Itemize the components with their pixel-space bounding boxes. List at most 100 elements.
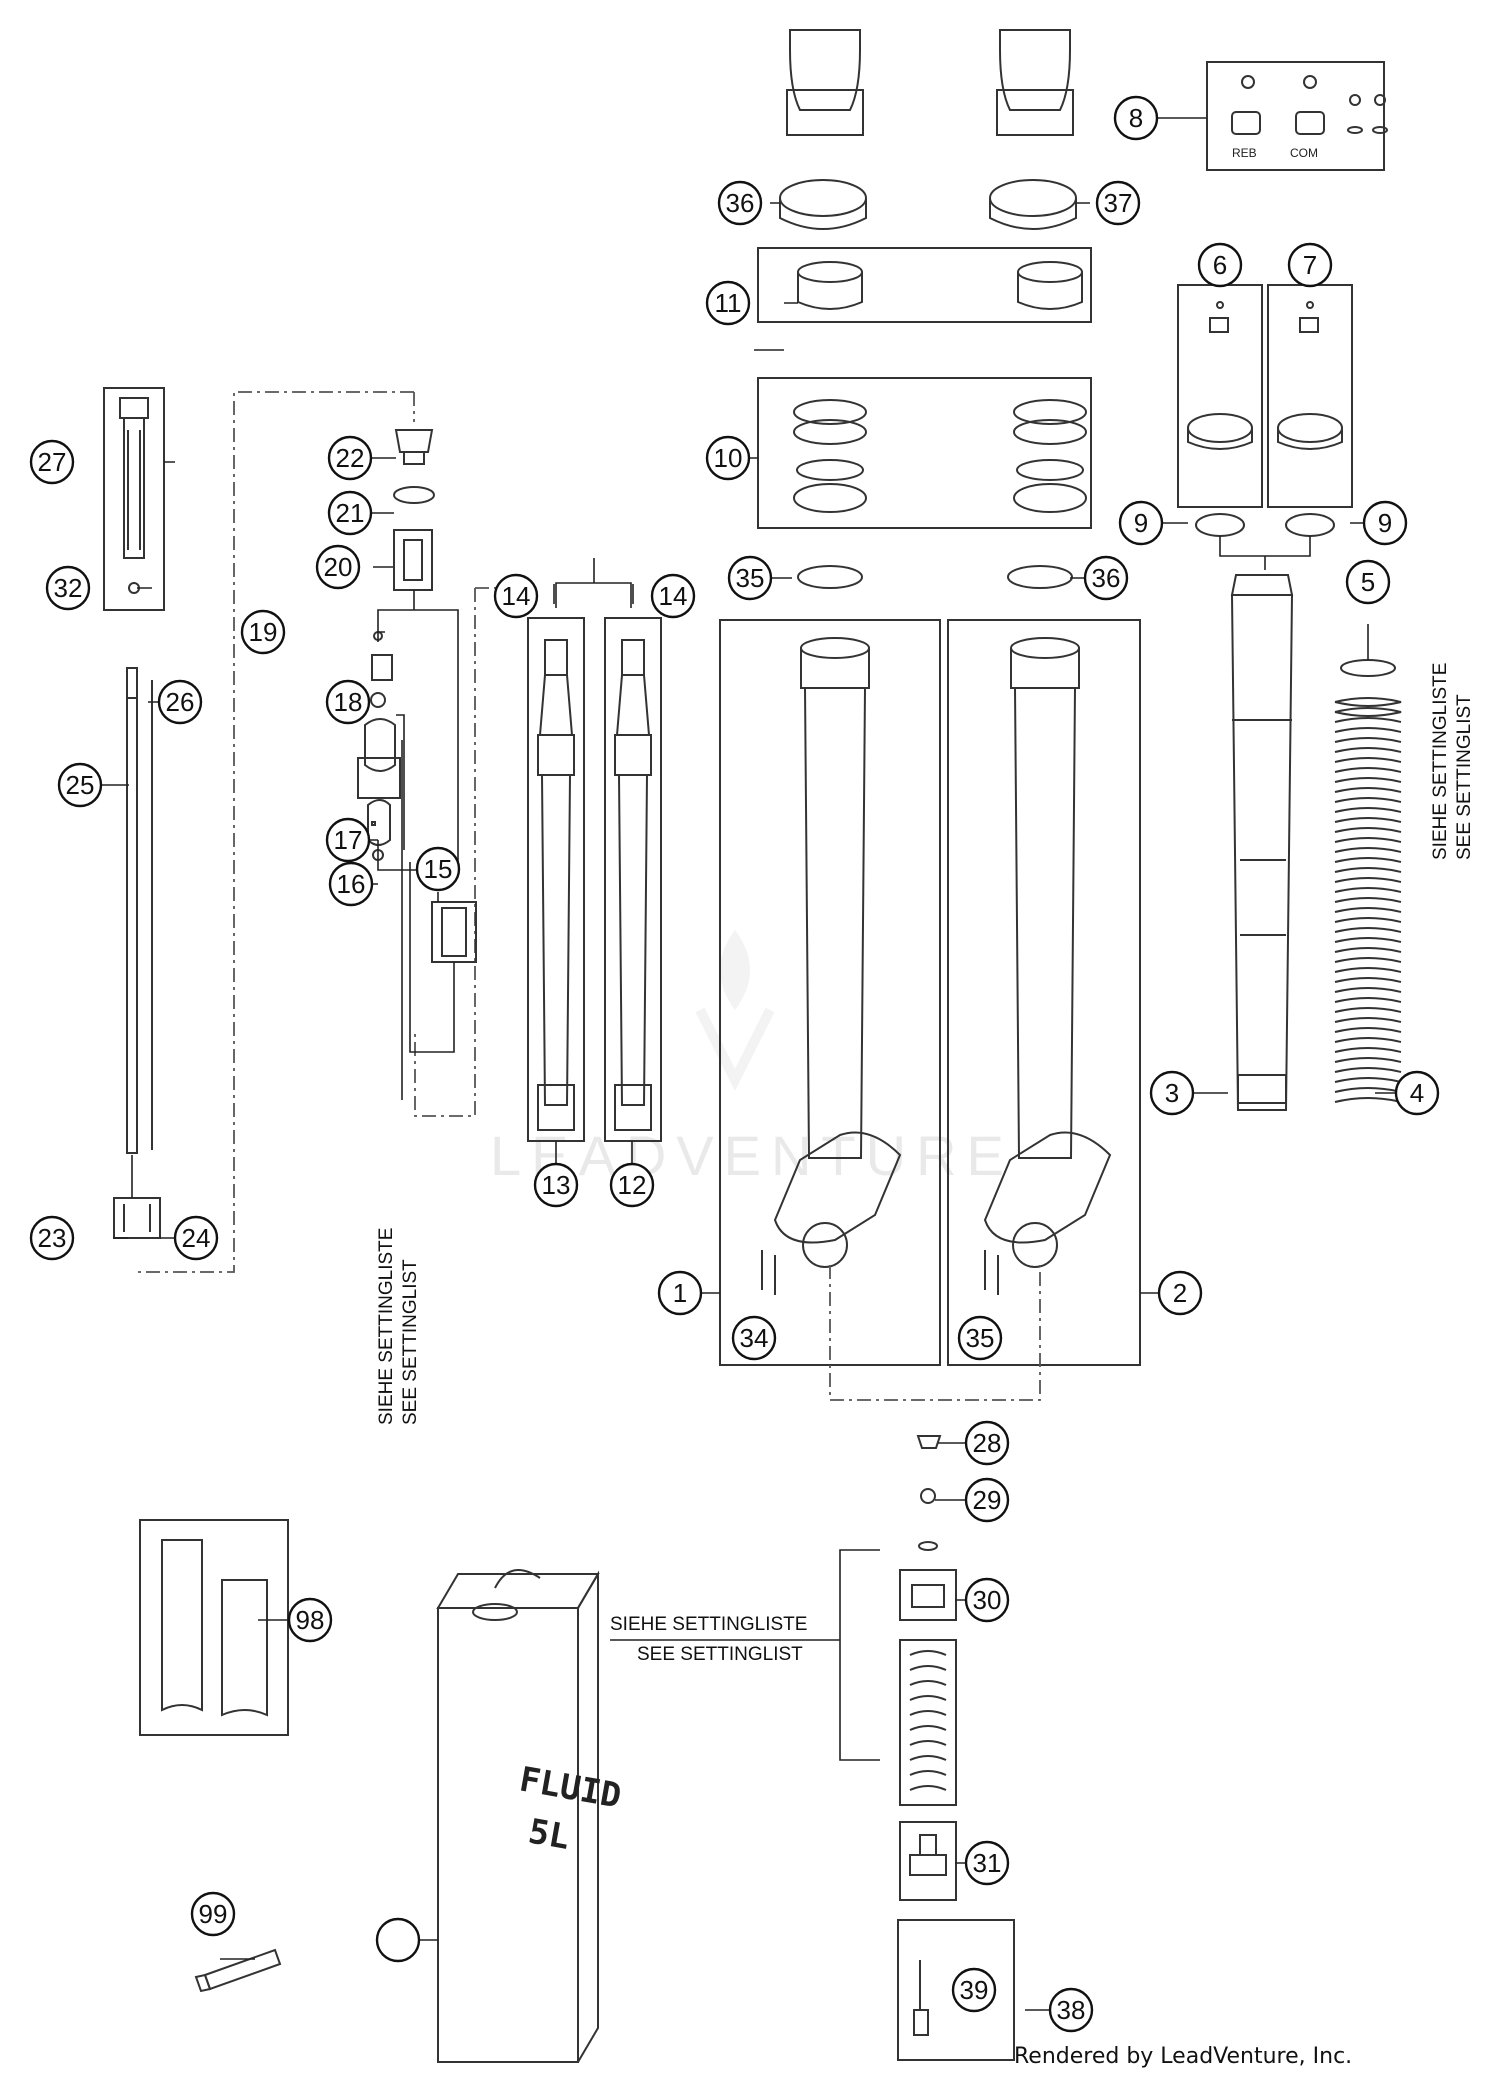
bottom-valve-parts [897,1435,1015,2061]
bushings [797,261,1083,310]
svg-text:24: 24 [182,1223,211,1253]
callout-12: 12 [609,1162,655,1208]
callout-39: 98 [287,1597,333,1643]
cartridge-box-13 [527,617,585,1142]
callout-98: 99 [190,1891,236,1937]
callout-2: 2 [1157,1270,1203,1316]
svg-text:36: 36 [726,188,755,218]
svg-text:32: 32 [54,573,83,603]
svg-text:31: 31 [973,1848,1002,1878]
settinglist-note-left-de: SIEHE SETTINGLISTE [376,1228,397,1425]
callout-10: 10 [705,435,751,481]
svg-text:11: 11 [715,288,742,318]
callout-8: 8 [1113,95,1159,141]
svg-text:36: 36 [1092,563,1121,593]
spring-4 [1334,697,1402,1103]
callout-32: 32 [45,565,91,611]
callout-15: 15 [415,846,461,892]
callout-34-right: 35 [957,1315,1003,1361]
callout-31: 31 [964,1840,1010,1886]
callout-28: 28 [964,1420,1010,1466]
watermark-logo [695,930,775,1092]
callout-34-left: 34 [731,1315,777,1361]
tool-27 [119,397,149,594]
outer-tubes [761,637,1112,1295]
adjuster-kit-box [1206,61,1385,171]
svg-text:25: 25 [66,770,95,800]
svg-text:3: 3 [1165,1078,1179,1108]
svg-text:30: 30 [973,1585,1002,1615]
adjuster-parts [1231,75,1388,135]
credit-text: Rendered by LeadVenture, Inc. [1014,2044,1353,2069]
spring-seat-5 [1340,659,1396,677]
svg-text:2: 2 [1173,1278,1187,1308]
callout-13: 13 [533,1162,579,1208]
svg-text:10: 10 [714,443,743,473]
svg-text:14: 14 [659,581,688,611]
callout-3: 3 [1149,1070,1195,1116]
svg-text:35: 35 [736,563,765,593]
com-label: COM [1290,146,1318,160]
callout-14-right: 14 [650,573,696,619]
svg-text:16: 16 [337,869,366,899]
tool-box-23-24 [113,1197,161,1239]
callout-21: 21 [327,490,373,536]
fluid-canister [436,1569,600,2063]
svg-text:27: 27 [38,447,67,477]
svg-text:26: 26 [166,687,195,717]
outer-tube-box-right [947,619,1141,1366]
grease-tube [194,1948,282,1993]
callout-9-left: 9 [1118,500,1164,546]
fork-tube-3 [1230,574,1294,1111]
pistons-rod [126,667,153,1154]
callout-38: 39 [951,1967,997,2013]
svg-text:4: 4 [1410,1078,1424,1108]
svg-text:20: 20 [324,552,353,582]
svg-text:38: 38 [1057,1995,1086,2025]
callout-27: 27 [29,439,75,485]
svg-text:5: 5 [1361,567,1375,597]
svg-text:14: 14 [502,581,531,611]
seals [793,399,1087,513]
svg-text:13: 13 [542,1170,571,1200]
settinglist-note-bottom-en: SEE SETTINGLIST [637,1644,803,1665]
svg-text:22: 22 [336,443,365,473]
callout-1: 1 [657,1270,703,1316]
fork-caps [1187,301,1343,537]
callout-4: 4 [1394,1070,1440,1116]
svg-text:28: 28 [973,1428,1002,1458]
svg-text:15: 15 [424,854,453,884]
sticker-box-39 [139,1519,289,1736]
svg-text:12: 12 [618,1170,647,1200]
svg-text:99: 99 [199,1899,228,1929]
callout-16: 16 [328,861,374,907]
svg-text:6: 6 [1213,250,1227,280]
svg-text:18: 18 [334,687,363,717]
fluid-label-line1: FLUID [516,1759,624,1816]
svg-text:9: 9 [1378,508,1392,538]
svg-text:1: 1 [673,1278,687,1308]
svg-text:37: 37 [1104,188,1133,218]
valve-stack-parts [357,429,477,963]
callout-19: 19 [240,609,286,655]
callout-14-left: 14 [493,573,539,619]
callout-23: 23 [29,1215,75,1261]
callout-7: 7 [1287,242,1333,288]
callout-11: 11 [705,280,751,326]
bushings-box [757,247,1092,323]
callout-36-left: 36 [717,180,763,226]
callout-24: 24 [173,1215,219,1261]
svg-text:34: 34 [740,1323,769,1353]
callout-5: 5 [1345,559,1391,605]
svg-text:29: 29 [973,1485,1002,1515]
svg-text:35: 35 [966,1323,995,1353]
reb-label: REB [1232,146,1257,160]
fluid-label-line2: 5L [525,1811,572,1858]
callout-6: 6 [1197,242,1243,288]
svg-text:98: 98 [296,1605,325,1635]
o-ring-right [1007,565,1073,589]
cartridges [537,639,652,1131]
svg-text:23: 23 [38,1223,67,1253]
svg-text:17: 17 [334,825,363,855]
